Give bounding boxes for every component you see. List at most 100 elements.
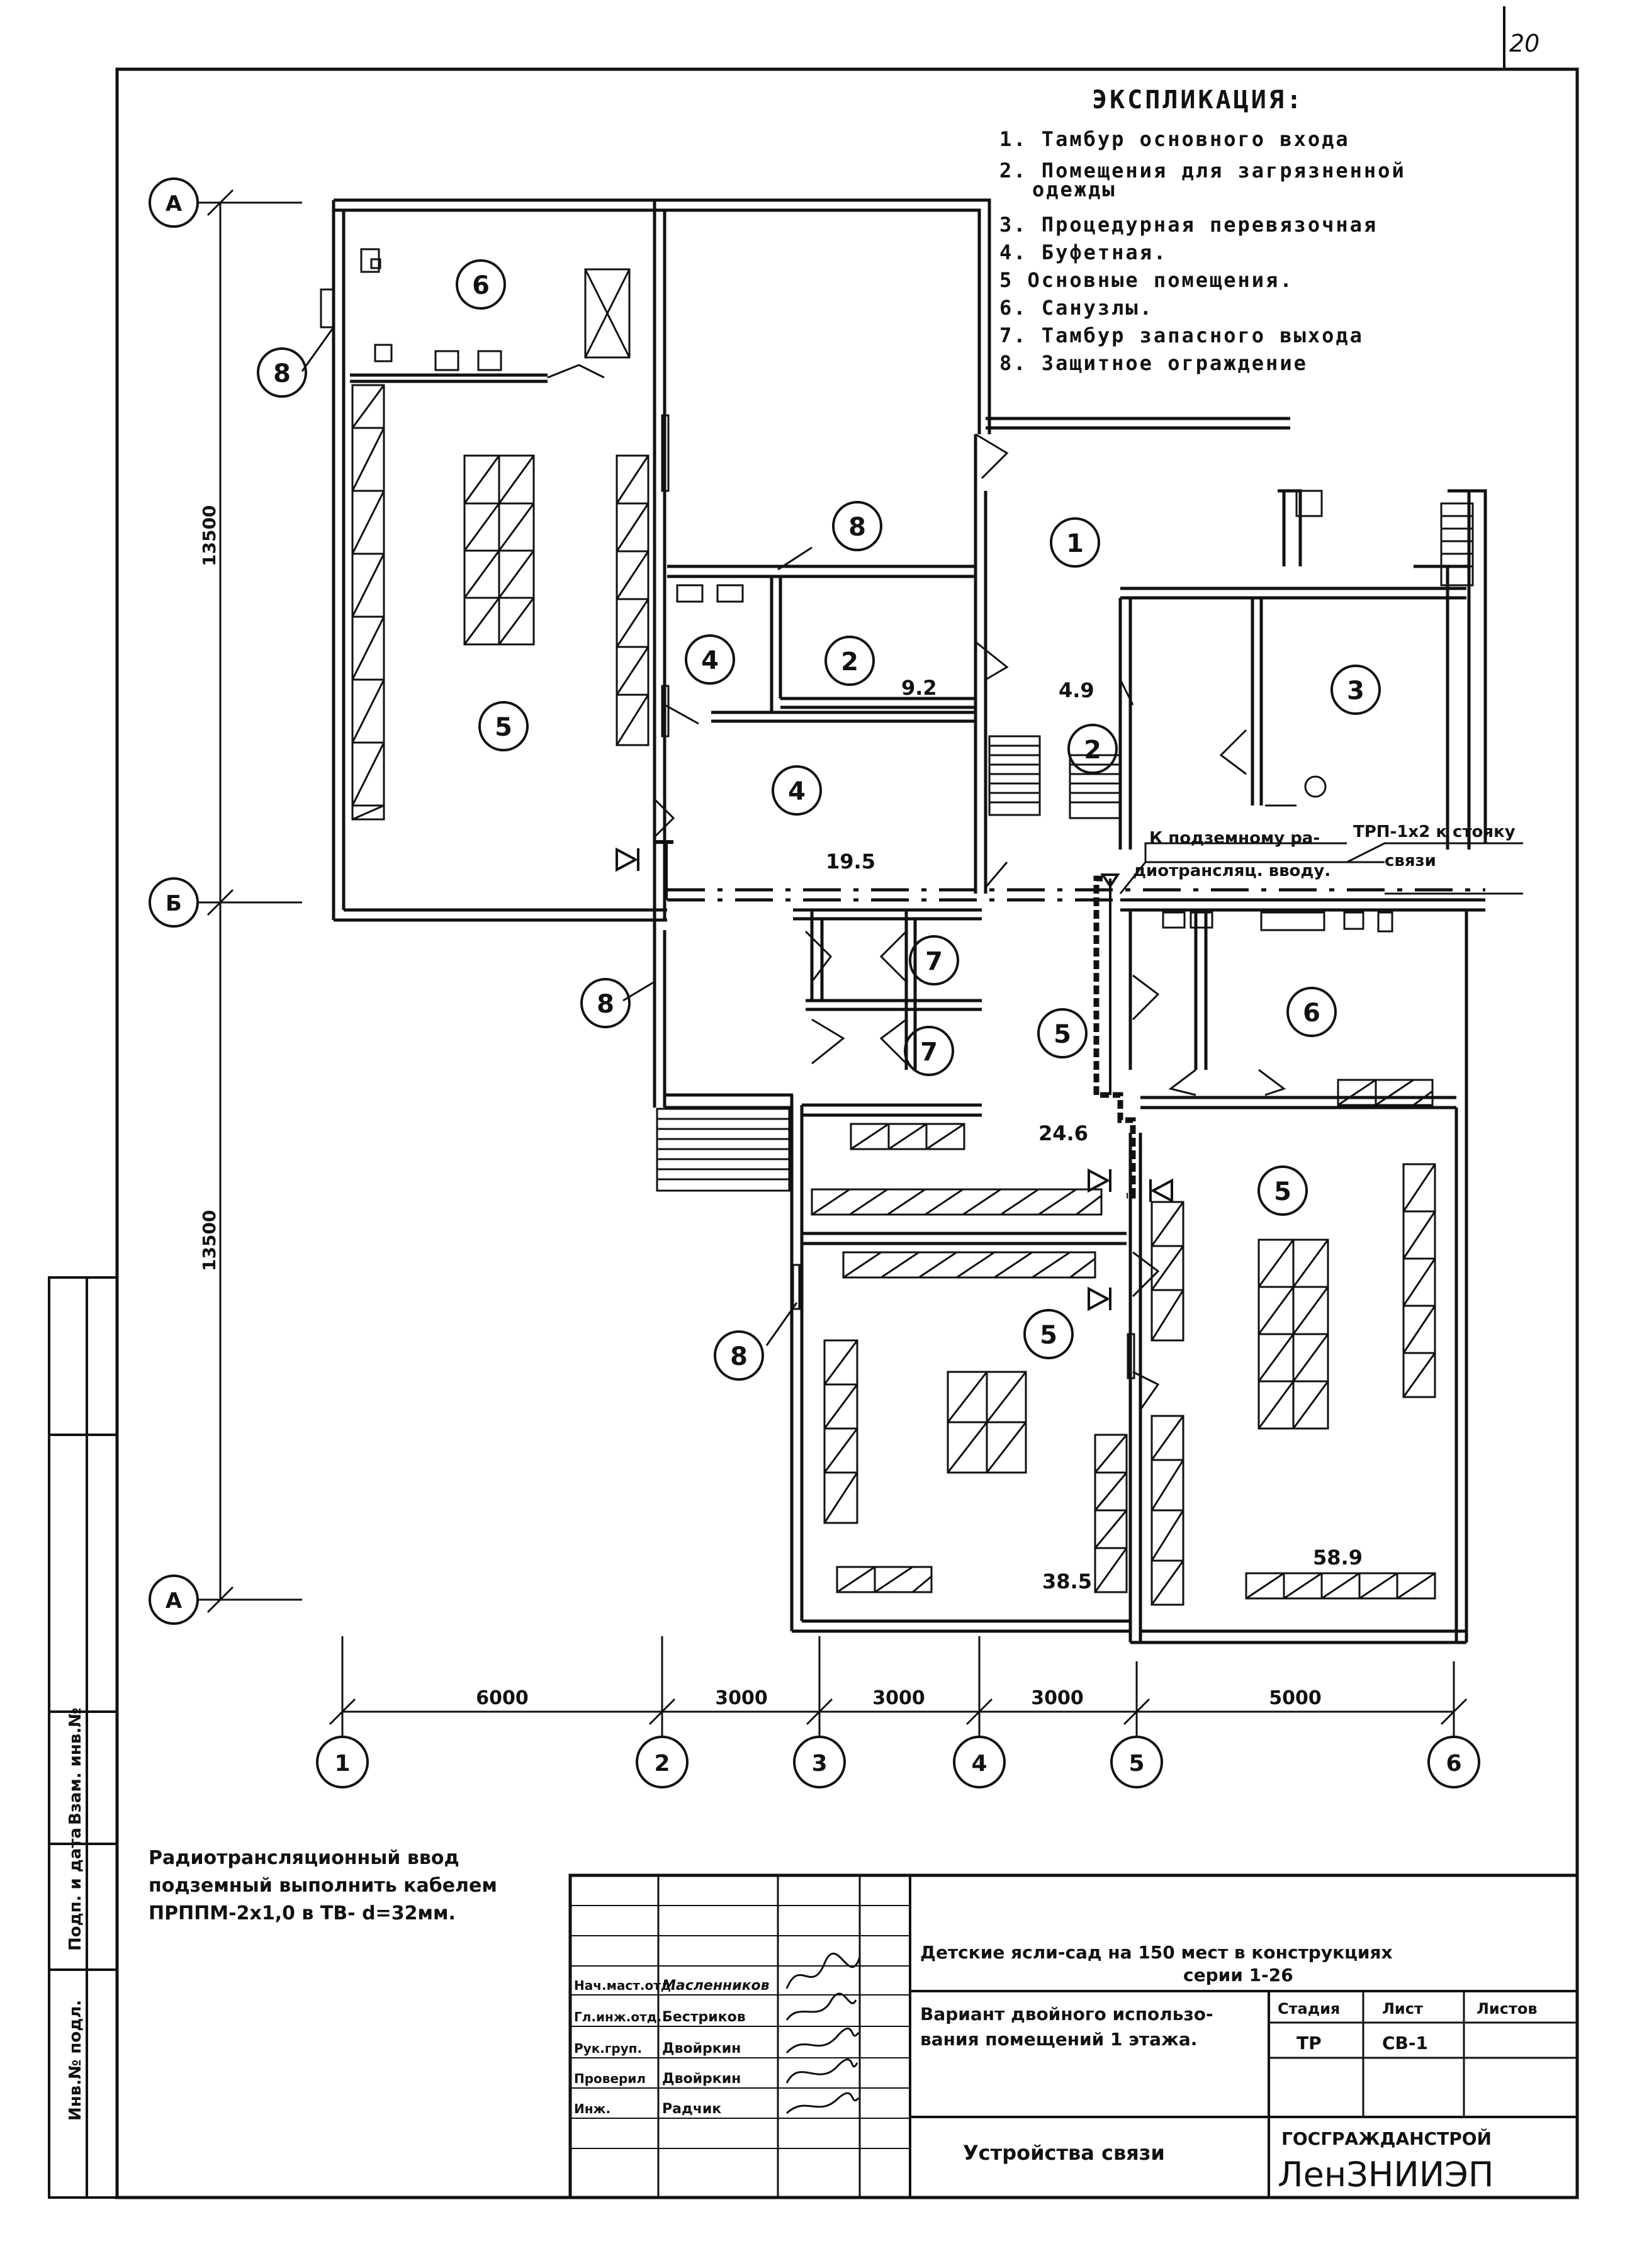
radio-socket-icon: [616, 847, 1173, 1311]
column-axis-bubbles: 1 2 3 4 5 6: [316, 1736, 1480, 1788]
legend-item: 8. Защитное ограждение: [999, 351, 1308, 375]
room-tag: 7: [904, 1026, 954, 1076]
sheets-label: Листов: [1477, 2000, 1538, 2018]
svg-text:Б: Б: [166, 891, 182, 916]
cable-route: [655, 840, 1523, 1199]
axis-bubble: 2: [636, 1736, 689, 1788]
svg-text:6: 6: [1446, 1751, 1461, 1777]
legend-item: 7. Тамбур запасного выхода: [999, 323, 1364, 347]
note-line: ПРППМ-2х1,0 в ТВ- d=32мм.: [149, 1902, 456, 1924]
row-axis-bubbles: А Б А: [149, 177, 199, 1625]
axis-bubble: 3: [793, 1736, 846, 1788]
dimension-label: 13500: [199, 1210, 220, 1271]
side-stamp: [48, 1276, 118, 2199]
svg-text:А: А: [166, 191, 183, 216]
stage-value: ТР: [1297, 2033, 1322, 2053]
axis-bubble: 5: [1110, 1736, 1163, 1788]
dimension-label: 3000: [1031, 1687, 1084, 1709]
legend: ЭКСПЛИКАЦИЯ: 1. Тамбур основного входа 2…: [999, 86, 1406, 375]
svg-text:4: 4: [701, 646, 719, 675]
protective-barrier: [661, 414, 1135, 1379]
signature-name: Масленников: [662, 1978, 770, 1994]
drawing-name: Устройства связи: [963, 2141, 1165, 2165]
legend-item: 1. Тамбур основного входа: [999, 127, 1350, 151]
area-label: 19.5: [826, 850, 875, 873]
room-tags: 1 2 2 3 4 4 5 5 5 5 6 6 7 7 8 8 8 8: [257, 259, 1381, 1381]
room-tag: 1: [1050, 517, 1100, 568]
svg-text:1: 1: [334, 1751, 350, 1777]
room-tag: 7: [909, 935, 959, 985]
radio-annotation: К подземному ра- диотрансляц. вводу. ТРП…: [1133, 822, 1516, 880]
svg-text:3: 3: [811, 1751, 827, 1777]
title-block-text: Детские ясли-сад на 150 мест в конструкц…: [574, 1942, 1538, 2194]
legend-title: ЭКСПЛИКАЦИЯ:: [1092, 86, 1304, 115]
cable-note: Радиотрансляционный ввод подземный выпол…: [149, 1847, 497, 1924]
room-tag: 6: [1286, 987, 1337, 1037]
room-tag: 2: [824, 636, 875, 686]
room-tag: 4: [772, 765, 822, 816]
area-label: 38.5: [1042, 1569, 1092, 1593]
area-label: 4.9: [1059, 678, 1094, 702]
riser-label: связи: [1385, 851, 1436, 870]
svg-text:2: 2: [841, 648, 858, 676]
legend-item: 6. Санузлы.: [999, 296, 1154, 320]
axis-bubble: 6: [1427, 1736, 1480, 1788]
legend-item: 3. Процедурная перевязочная: [999, 213, 1378, 237]
dimension-label: 5000: [1269, 1687, 1322, 1709]
doors: [547, 364, 1286, 1410]
handwritten-signatures: [785, 1953, 861, 2114]
axis-bubble: А: [149, 177, 199, 228]
vertical-dimensions: 13500 13500: [199, 505, 220, 1271]
room-tag: 8: [832, 501, 882, 551]
room-tag: 5: [478, 701, 529, 751]
axis-bubble: А: [149, 1575, 199, 1625]
axis-bubble: 4: [953, 1736, 1006, 1788]
room-tag: 5: [1257, 1165, 1308, 1216]
dimension-label: 6000: [476, 1687, 529, 1709]
legend-item: 2. Помещения для загрязненной: [999, 159, 1406, 182]
svg-text:Подп. и дата: Подп. и дата: [66, 1827, 85, 1951]
dimension-label: 3000: [872, 1687, 925, 1709]
dimension-label: 3000: [715, 1687, 768, 1709]
area-label: 9.2: [901, 676, 937, 700]
svg-text:6: 6: [1303, 999, 1320, 1028]
stairs: [656, 502, 1474, 1192]
svg-text:5: 5: [1054, 1020, 1071, 1049]
area-labels: 9.2 4.9 19.5 24.6 38.5 58.9: [826, 676, 1363, 1593]
room-tag: 3: [1330, 665, 1381, 715]
side-stamp-labels: Инв.№ подл. Подп. и дата Взам. инв.№: [66, 1708, 85, 2121]
legend-item: 4. Буфетная.: [999, 240, 1167, 264]
svg-text:А: А: [166, 1588, 183, 1614]
row-axes: [195, 189, 302, 1614]
room-tag: 2: [1067, 724, 1118, 774]
svg-text:2: 2: [654, 1751, 670, 1777]
furniture: [351, 384, 1436, 1606]
stage-label: Стадия: [1278, 2000, 1340, 2018]
legend-item: одежды: [1032, 177, 1117, 201]
radio-input-label: диотрансляц. вводу.: [1133, 862, 1330, 880]
svg-text:7: 7: [920, 1038, 938, 1067]
signature-role: Проверил: [574, 2071, 646, 2086]
svg-text:8: 8: [730, 1342, 748, 1371]
radio-input-label: К подземному ра-: [1149, 829, 1320, 848]
svg-text:6: 6: [472, 271, 490, 300]
svg-text:5: 5: [1040, 1321, 1057, 1350]
sheet-title: Вариант двойного использо-: [920, 2004, 1213, 2024]
svg-text:5: 5: [1128, 1751, 1144, 1777]
svg-text:8: 8: [273, 359, 291, 388]
project-title: Детские ясли-сад на 150 мест в конструкц…: [920, 1942, 1393, 1963]
room-tag: 5: [1023, 1309, 1074, 1359]
signature-role: Инж.: [574, 2101, 610, 2116]
signature-role: Рук.груп.: [574, 2041, 642, 2056]
room-tag: 8: [257, 347, 307, 398]
signature-name: Бестриков: [662, 2009, 746, 2025]
room-tag: 5: [1037, 1008, 1088, 1058]
svg-text:4: 4: [788, 777, 806, 806]
note-line: Радиотрансляционный ввод: [149, 1847, 459, 1869]
svg-text:5: 5: [495, 713, 512, 742]
org-name: ЛенЗНИИЭП: [1278, 2155, 1494, 2194]
svg-text:2: 2: [1084, 736, 1101, 765]
area-label: 58.9: [1313, 1546, 1363, 1569]
title-block: [568, 1873, 1579, 2199]
